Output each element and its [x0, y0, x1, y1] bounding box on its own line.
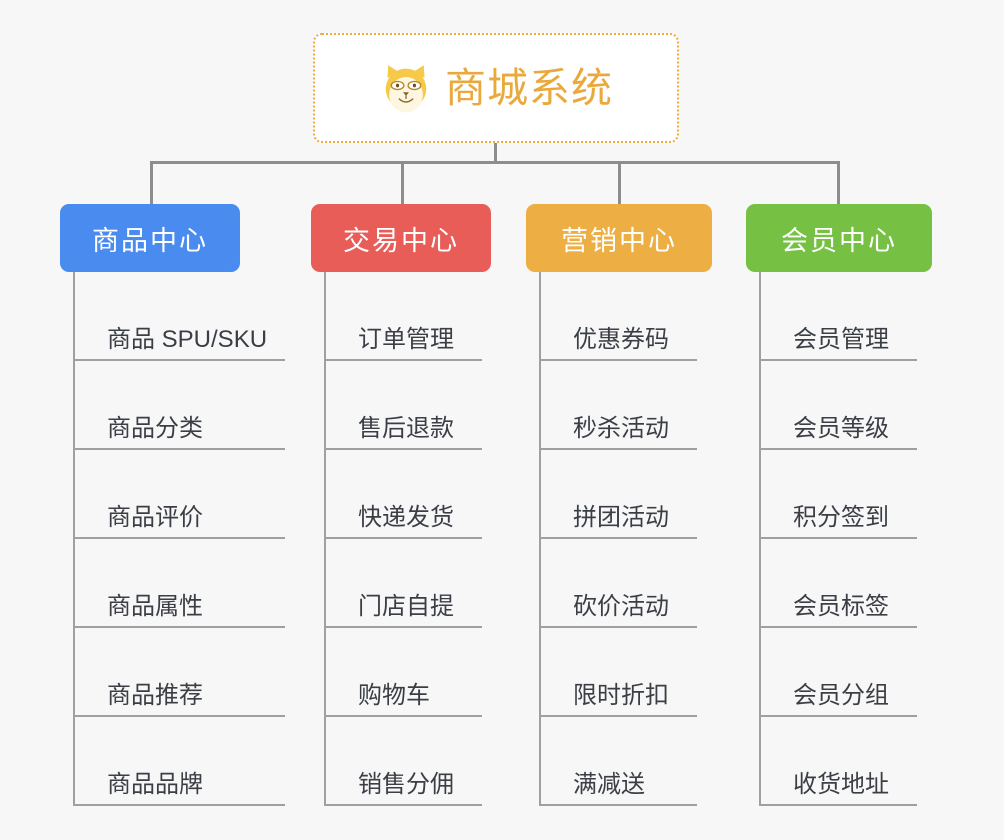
category-header-member[interactable]: 会员中心 — [746, 204, 932, 272]
connector-drop-column-1 — [150, 161, 153, 206]
connector-drop-column-4 — [837, 161, 840, 206]
leaf-label: 商品品牌 — [107, 771, 203, 799]
category-column-trade: 交易中心 订单管理 售后退款 快递发货 门店自提 购物车 销售分佣 — [311, 204, 491, 806]
leaf-label: 商品 SPU/SKU — [107, 326, 268, 354]
leaf-label: 积分签到 — [793, 504, 889, 532]
leaf-item[interactable]: 收货地址 — [759, 717, 917, 806]
leaf-label: 满减送 — [573, 771, 645, 799]
leaf-item[interactable]: 购物车 — [324, 628, 482, 717]
leaf-trunk-product — [73, 272, 75, 806]
leaf-item[interactable]: 商品属性 — [73, 539, 285, 628]
leaf-label: 限时折扣 — [573, 682, 669, 710]
leaf-label: 门店自提 — [358, 593, 454, 621]
leaf-item[interactable]: 订单管理 — [324, 272, 482, 361]
leaf-label: 会员分组 — [793, 682, 889, 710]
root-node-mall-system[interactable]: 商城系统 — [313, 33, 679, 143]
leaf-label: 商品属性 — [107, 593, 203, 621]
leaf-label: 订单管理 — [358, 326, 454, 354]
leaf-item[interactable]: 满减送 — [539, 717, 697, 806]
leaf-label: 收货地址 — [793, 771, 889, 799]
leaf-item[interactable]: 会员分组 — [759, 628, 917, 717]
leaf-label: 商品推荐 — [107, 682, 203, 710]
leaf-item[interactable]: 会员等级 — [759, 361, 917, 450]
connector-drop-column-3 — [618, 161, 621, 206]
leaf-label: 售后退款 — [358, 415, 454, 443]
leaf-item[interactable]: 售后退款 — [324, 361, 482, 450]
leaf-list-member: 会员管理 会员等级 积分签到 会员标签 会员分组 收货地址 — [759, 272, 932, 806]
leaf-item[interactable]: 优惠券码 — [539, 272, 697, 361]
leaf-label: 销售分佣 — [358, 771, 454, 799]
leaf-item[interactable]: 商品 SPU/SKU — [73, 272, 285, 361]
leaf-label: 会员等级 — [793, 415, 889, 443]
leaf-label: 快递发货 — [358, 504, 454, 532]
category-header-product[interactable]: 商品中心 — [60, 204, 240, 272]
leaf-label: 会员标签 — [793, 593, 889, 621]
leaf-label: 砍价活动 — [573, 593, 669, 621]
leaf-trunk-marketing — [539, 272, 541, 806]
leaf-item[interactable]: 积分签到 — [759, 450, 917, 539]
leaf-item[interactable]: 门店自提 — [324, 539, 482, 628]
leaf-list-trade: 订单管理 售后退款 快递发货 门店自提 购物车 销售分佣 — [324, 272, 491, 806]
leaf-item[interactable]: 商品分类 — [73, 361, 285, 450]
leaf-item[interactable]: 商品品牌 — [73, 717, 285, 806]
leaf-label: 会员管理 — [793, 326, 889, 354]
category-column-product: 商品中心 商品 SPU/SKU 商品分类 商品评价 商品属性 商品推荐 商品品牌 — [60, 204, 285, 806]
leaf-label: 商品评价 — [107, 504, 203, 532]
shiba-dog-icon — [385, 65, 427, 113]
category-column-marketing: 营销中心 优惠券码 秒杀活动 拼团活动 砍价活动 限时折扣 满减送 — [526, 204, 712, 806]
leaf-item[interactable]: 秒杀活动 — [539, 361, 697, 450]
leaf-item[interactable]: 拼团活动 — [539, 450, 697, 539]
leaf-item[interactable]: 快递发货 — [324, 450, 482, 539]
leaf-item[interactable]: 限时折扣 — [539, 628, 697, 717]
leaf-item[interactable]: 砍价活动 — [539, 539, 697, 628]
root-title: 商城系统 — [445, 64, 613, 111]
leaf-item[interactable]: 商品推荐 — [73, 628, 285, 717]
leaf-label: 商品分类 — [107, 415, 203, 443]
leaf-label: 拼团活动 — [573, 504, 669, 532]
leaf-trunk-member — [759, 272, 761, 806]
leaf-trunk-trade — [324, 272, 326, 806]
category-column-member: 会员中心 会员管理 会员等级 积分签到 会员标签 会员分组 收货地址 — [746, 204, 932, 806]
leaf-label: 秒杀活动 — [573, 415, 669, 443]
leaf-list-marketing: 优惠券码 秒杀活动 拼团活动 砍价活动 限时折扣 满减送 — [539, 272, 712, 806]
leaf-item[interactable]: 会员标签 — [759, 539, 917, 628]
leaf-list-product: 商品 SPU/SKU 商品分类 商品评价 商品属性 商品推荐 商品品牌 — [73, 272, 285, 806]
root-node-content: 商城系统 — [379, 61, 613, 115]
leaf-item[interactable]: 商品评价 — [73, 450, 285, 539]
leaf-item[interactable]: 会员管理 — [759, 272, 917, 361]
leaf-label: 优惠券码 — [573, 326, 669, 354]
category-header-marketing[interactable]: 营销中心 — [526, 204, 712, 272]
leaf-item[interactable]: 销售分佣 — [324, 717, 482, 806]
leaf-label: 购物车 — [358, 682, 430, 710]
connector-root-stem — [494, 143, 497, 163]
connector-drop-column-2 — [401, 161, 404, 206]
connector-horizontal-bus — [150, 161, 840, 164]
category-header-trade[interactable]: 交易中心 — [311, 204, 491, 272]
